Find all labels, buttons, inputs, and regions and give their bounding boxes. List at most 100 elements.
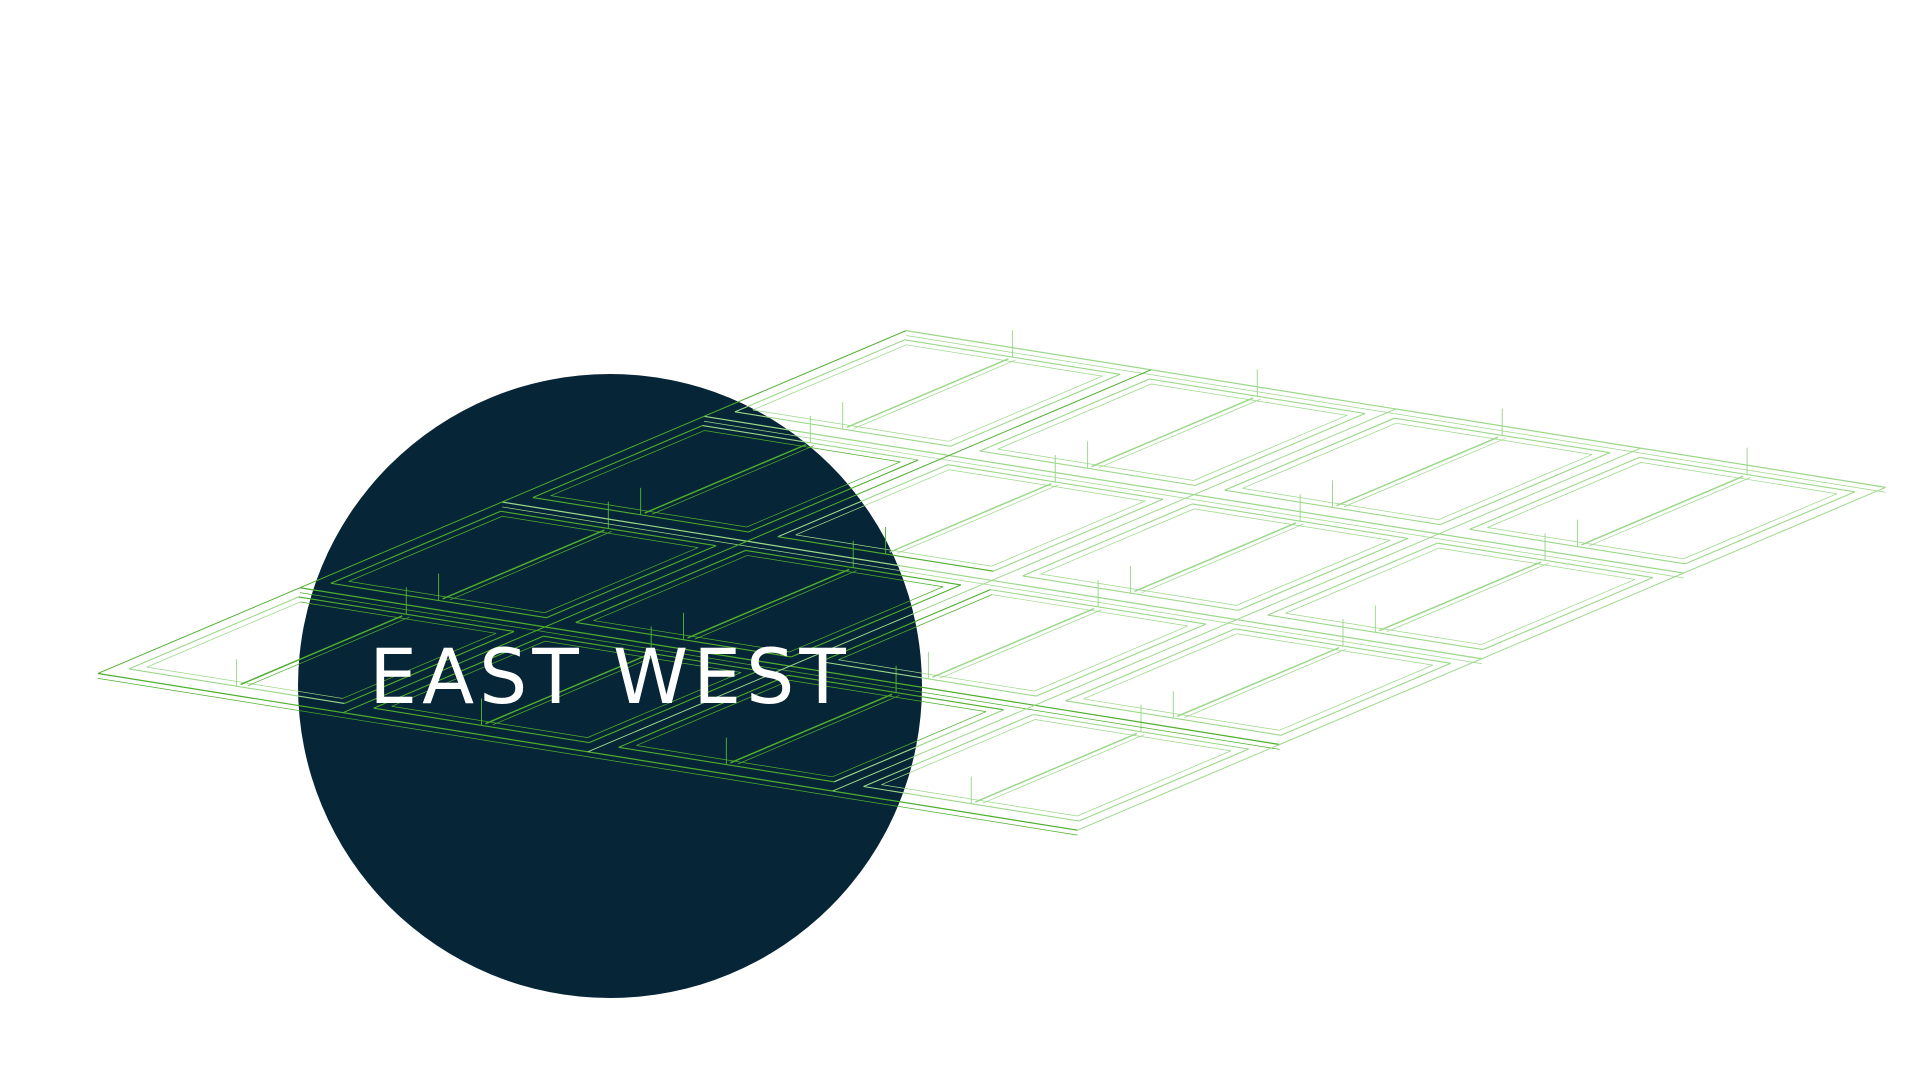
wireframe-line [1065, 628, 1236, 702]
wireframe-line [550, 430, 705, 497]
wireframe-line [1242, 422, 1397, 489]
wireframe-line [734, 411, 951, 447]
wireframe-line [846, 358, 1009, 429]
wireframe-line [330, 582, 547, 619]
wireframe-line [1022, 575, 1239, 611]
wireframe-line [544, 547, 699, 614]
wireframe-line [939, 609, 1102, 679]
wireframe-line [575, 549, 746, 623]
wireframe-line [932, 607, 1095, 678]
wireframe-line [791, 584, 962, 658]
wireframe-line [1034, 625, 1189, 692]
wireframe-line [1482, 577, 1654, 651]
wireframe-line [1581, 475, 1744, 546]
wireframe-line [1379, 561, 1542, 632]
wireframe-line [1469, 456, 1640, 530]
wireframe-line [1481, 579, 1636, 645]
wireframe-line [979, 378, 1150, 452]
wireframe-line [342, 369, 1152, 714]
wireframe-line [737, 695, 900, 765]
wireframe-line [1684, 491, 1856, 565]
wireframe-line [344, 630, 515, 704]
wireframe-line [97, 330, 907, 674]
wireframe-line [391, 640, 546, 707]
wireframe-line [1083, 633, 1238, 700]
wireframe-line [240, 615, 403, 686]
wireframe-line [492, 655, 655, 726]
wireframe-line [1078, 748, 1249, 822]
wireframe-line [587, 672, 742, 738]
wireframe-line [146, 601, 301, 668]
wireframe-line [330, 510, 501, 584]
wireframe-line [636, 679, 791, 746]
wireframe-line [1091, 397, 1254, 468]
wireframe-line [704, 420, 1684, 579]
wireframe-line [777, 536, 994, 572]
wireframe-line [982, 734, 1145, 804]
wireframe-line [906, 335, 1886, 493]
wireframe-line [587, 408, 1397, 753]
wireframe-line [593, 555, 748, 621]
wireframe-line [128, 596, 299, 670]
wireframe-line [546, 545, 717, 619]
wireframe-line [832, 447, 1642, 792]
wireframe-line [1386, 562, 1549, 633]
wireframe-line [838, 594, 993, 661]
wireframe-line [1077, 750, 1232, 817]
wireframe-line [1195, 412, 1366, 486]
wireframe-line [1134, 522, 1297, 593]
title-circle [298, 374, 922, 998]
wireframe-line [1022, 503, 1193, 577]
wireframe-line [1279, 664, 1434, 731]
wireframe-line [501, 506, 1482, 665]
wireframe-line [1487, 462, 1642, 528]
wireframe-line [532, 496, 749, 533]
wireframe-line [1040, 508, 1195, 575]
wireframe-line [1683, 493, 1838, 560]
wireframe-line [485, 654, 648, 725]
wireframe-line [832, 711, 987, 778]
wireframe-line [687, 568, 850, 639]
wireframe-line [1235, 628, 1451, 664]
wireframe-line [449, 531, 612, 601]
wireframe-line [889, 482, 1052, 553]
wireframe-line [1033, 713, 1249, 750]
wireframe-line [1193, 415, 1348, 481]
wireframe-line [1236, 539, 1391, 606]
wireframe-line [532, 425, 703, 499]
wireframe-line [752, 344, 907, 411]
wireframe-line [1440, 452, 1611, 526]
wireframe-line [1035, 623, 1207, 697]
wireframe-line [348, 515, 503, 582]
wireframe-line [1184, 648, 1347, 718]
wireframe-line [991, 500, 1146, 567]
wireframe-line [1267, 542, 1438, 616]
wireframe-line [975, 732, 1138, 803]
wireframe-line [795, 469, 950, 536]
wireframe-line [833, 709, 1005, 783]
wireframe-line [777, 464, 948, 538]
wireframe-line [342, 632, 497, 699]
wireframe-line [950, 373, 1121, 447]
page-title: EAST WEST [369, 632, 851, 721]
wireframe-line [993, 498, 1164, 572]
wireframe-line [1280, 662, 1451, 736]
wireframe-line [589, 670, 760, 744]
wireframe-line [97, 678, 1078, 836]
wireframe-line [694, 570, 857, 640]
wireframe-line [644, 443, 807, 514]
wireframe-line [881, 719, 1036, 785]
wireframe-line [1588, 477, 1751, 547]
wireframe-line [1077, 486, 1886, 831]
wireframe-line [1098, 398, 1261, 469]
wireframe-line [746, 461, 901, 528]
wireframe-line [948, 375, 1103, 442]
wireframe-line [1285, 547, 1440, 614]
wireframe-line [651, 445, 814, 515]
wireframe-line [1177, 647, 1340, 718]
wireframe-line [1141, 523, 1304, 593]
wireframe-line [1336, 436, 1499, 507]
wireframe-line [734, 339, 905, 413]
